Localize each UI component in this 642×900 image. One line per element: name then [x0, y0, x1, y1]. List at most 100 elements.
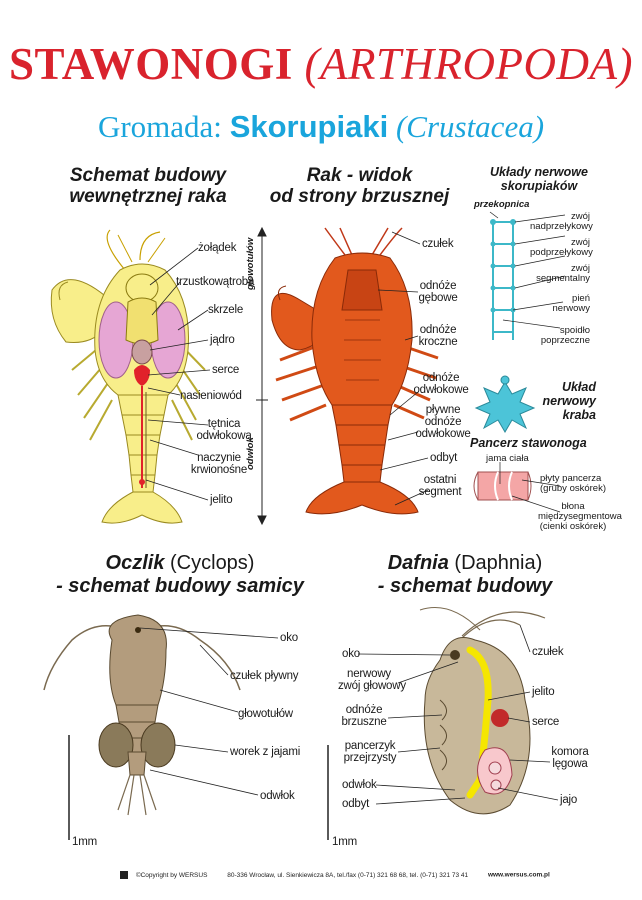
daphnia-komora-line2: lęgowa [552, 758, 588, 770]
crab-nervous-line1: Układ [561, 380, 596, 394]
nerve-leaders [489, 211, 566, 329]
label-pien-nerwowy: pień nerwowy [530, 294, 591, 314]
label-tetnica-line2: odwłokowa [196, 430, 252, 442]
label-ostatni-line1: ostatni [423, 474, 457, 486]
shell-heading: Pancerz stawonoga [470, 436, 587, 450]
subtitle-prefix: Gromada: [97, 109, 222, 144]
ventral-heading-line2: od strony brzusznej [269, 186, 450, 207]
label-spoidlo-line2: poprzeczne [540, 335, 590, 346]
internal-heading-line2: wewnętrznej raka [69, 186, 227, 207]
label-odnoze-odwlokowe-line1: odnóże [422, 372, 460, 384]
label-zwoj-nadprzelykowy: zwój nadprzełykowy [530, 211, 593, 232]
crayfish-ventral-drawing [271, 227, 439, 515]
label-blona-line2: międzysegmentowa [538, 511, 622, 522]
daphnia-label-jajo: jajo [560, 794, 578, 806]
daphnia-label-odbyt: odbyt [342, 798, 370, 810]
footer-web: www.wersus.com.pl [487, 871, 550, 879]
label-zwoj2-line1: zwój [570, 237, 590, 248]
cyclops-heading-line2: - schemat budowy samicy [56, 575, 304, 597]
label-zwoj1-line2: nadprzełykowy [530, 221, 593, 232]
label-odnoze-gebowe-line1: odnóże [419, 280, 457, 292]
label-zwoj2-line2: podprzełykowy [530, 247, 593, 258]
label-zwoj1-line1: zwój [570, 211, 590, 222]
label-jama-ciala: jama ciała [486, 453, 529, 464]
daphnia-zwoj-line2: zwój głowowy [338, 680, 406, 692]
daphnia-heading-line1: Dafnia (Daphnia) [345, 552, 585, 575]
cyclops-name: Oczlik [105, 552, 165, 574]
shell-drawing [473, 471, 532, 501]
daphnia-label-odnoze: odnóże brzuszne [340, 704, 388, 728]
title-main: STAWONOGI [9, 39, 293, 89]
cyclops-label-odwlok: odwłok [260, 790, 295, 802]
daphnia-drawing [419, 607, 546, 815]
shell-leaders [499, 462, 561, 513]
page-subtitle: Gromada: Skorupiaki (Crustacea) [0, 109, 642, 145]
daphnia-label-oko: oko [342, 648, 360, 660]
label-serce: serce [212, 364, 240, 376]
label-plywne-line3: odwłokowe [415, 428, 471, 440]
label-trzustkowatroba: trzustkowątroba [176, 276, 255, 288]
daphnia-name: Dafnia [387, 552, 449, 574]
label-spoidlo-line1: spoidło [559, 325, 590, 336]
title-latin: (ARTHROPODA) [304, 39, 633, 89]
axis-label-odwlok: odwłok [245, 437, 256, 470]
daphnia-heading: Dafnia (Daphnia) - schemat budowy [345, 552, 585, 598]
cyclops-label-oko: oko [280, 632, 298, 644]
label-odnoze-odwlokowe-line2: odwłokowe [413, 384, 469, 396]
label-zwoj-podprzelykowy: zwój podprzełykowy [530, 237, 593, 258]
label-pien-line2: nerwowy [552, 303, 591, 314]
label-plyty-line2: (gruby oskórek) [540, 483, 606, 494]
daphnia-heading-line2: - schemat budowy [377, 575, 553, 597]
label-odnoze-odwlokowe: odnóże odwłokowe [410, 372, 472, 396]
label-jadro: jądro [210, 334, 235, 346]
crab-nervous-line2: nerwowy [542, 394, 597, 408]
label-plyty-pancerza: płyty pancerza (gruby oskórek) [540, 473, 606, 494]
label-skrzele: skrzele [208, 304, 244, 316]
ventral-heading-line1: Rak - widok [306, 165, 413, 186]
footer-logo-icon [120, 871, 128, 879]
footer-address: 80-336 Wrocław, ul. Sienkiewicza 8A, tel… [227, 871, 469, 879]
label-spoidlo-poprzeczne: spoidło poprzeczne [530, 326, 590, 346]
daphnia-pancerzyk-line2: przejrzysty [343, 752, 397, 764]
nerve-ganglia [490, 219, 516, 313]
daphnia-label-odwlok: odwłok [342, 779, 377, 791]
daphnia-label-jelito: jelito [532, 686, 555, 698]
daphnia-pancerzyk-line1: pancerzyk [344, 740, 396, 752]
footer-copyright: ©Copyright by WERSUS [135, 871, 208, 879]
cyclops-scale-label: 1mm [72, 836, 97, 848]
daphnia-odnoze-line1: odnóże [345, 704, 383, 716]
label-plywne-line1: pływne [425, 404, 461, 416]
label-plyty-line1: płyty pancerza [540, 473, 602, 484]
cyclops-label-worek: worek z jajami [230, 746, 301, 758]
axis-label-glowotulow: głowotułów [245, 237, 256, 290]
daphnia-label-komora: komora lęgowa [546, 746, 594, 770]
cyclops-latin: (Cyclops) [170, 552, 255, 574]
ventral-leaders [377, 231, 429, 506]
crab-nervous-heading: Układ nerwowy kraba [540, 380, 597, 422]
internal-heading-line1: Schemat budowy [69, 165, 227, 186]
subtitle-name: Skorupiaki [229, 109, 389, 144]
crayfish-internal-drawing [50, 229, 206, 524]
daphnia-label-serce: serce [532, 716, 560, 728]
nervous-heading: Układy nerwowe skorupiaków [464, 165, 614, 193]
label-zwoj3-line2: segmentalny [536, 273, 590, 284]
daphnia-latin: (Daphnia) [454, 552, 543, 574]
daphnia-label-pancerzyk: pancerzyk przejrzysty [340, 740, 400, 764]
label-plywne-line2: odnóże [424, 416, 462, 428]
daphnia-leaders [357, 624, 559, 805]
label-blona: błona międzysegmentowa (cienki oskórek) [538, 502, 622, 532]
label-plywne-odnoze: pływne odnóże odwłokowe [410, 404, 476, 440]
cyclops-heading-line1: Oczlik (Cyclops) [30, 552, 330, 575]
cyclops-heading: Oczlik (Cyclops) - schemat budowy samicy [30, 552, 330, 598]
cyclops-label-czulek: czułek pływny [230, 670, 299, 682]
label-odnoze-kroczne-line2: kroczne [418, 336, 458, 348]
label-czulek: czułek [422, 238, 454, 250]
footer: ©Copyright by WERSUS 80-336 Wrocław, ul.… [120, 871, 550, 879]
label-naczynie-line1: naczynie [197, 452, 241, 464]
label-tetnica-line1: tętnica [207, 418, 241, 430]
daphnia-label-zwoj: nerwowy zwój głowowy [338, 668, 406, 692]
label-odnoze-gebowe: odnóże gębowe [414, 280, 462, 304]
label-odnoze-kroczne-line1: odnóże [419, 324, 457, 336]
label-nasieniowod: nasieniowód [180, 390, 242, 402]
daphnia-komora-line1: komora [551, 746, 589, 758]
